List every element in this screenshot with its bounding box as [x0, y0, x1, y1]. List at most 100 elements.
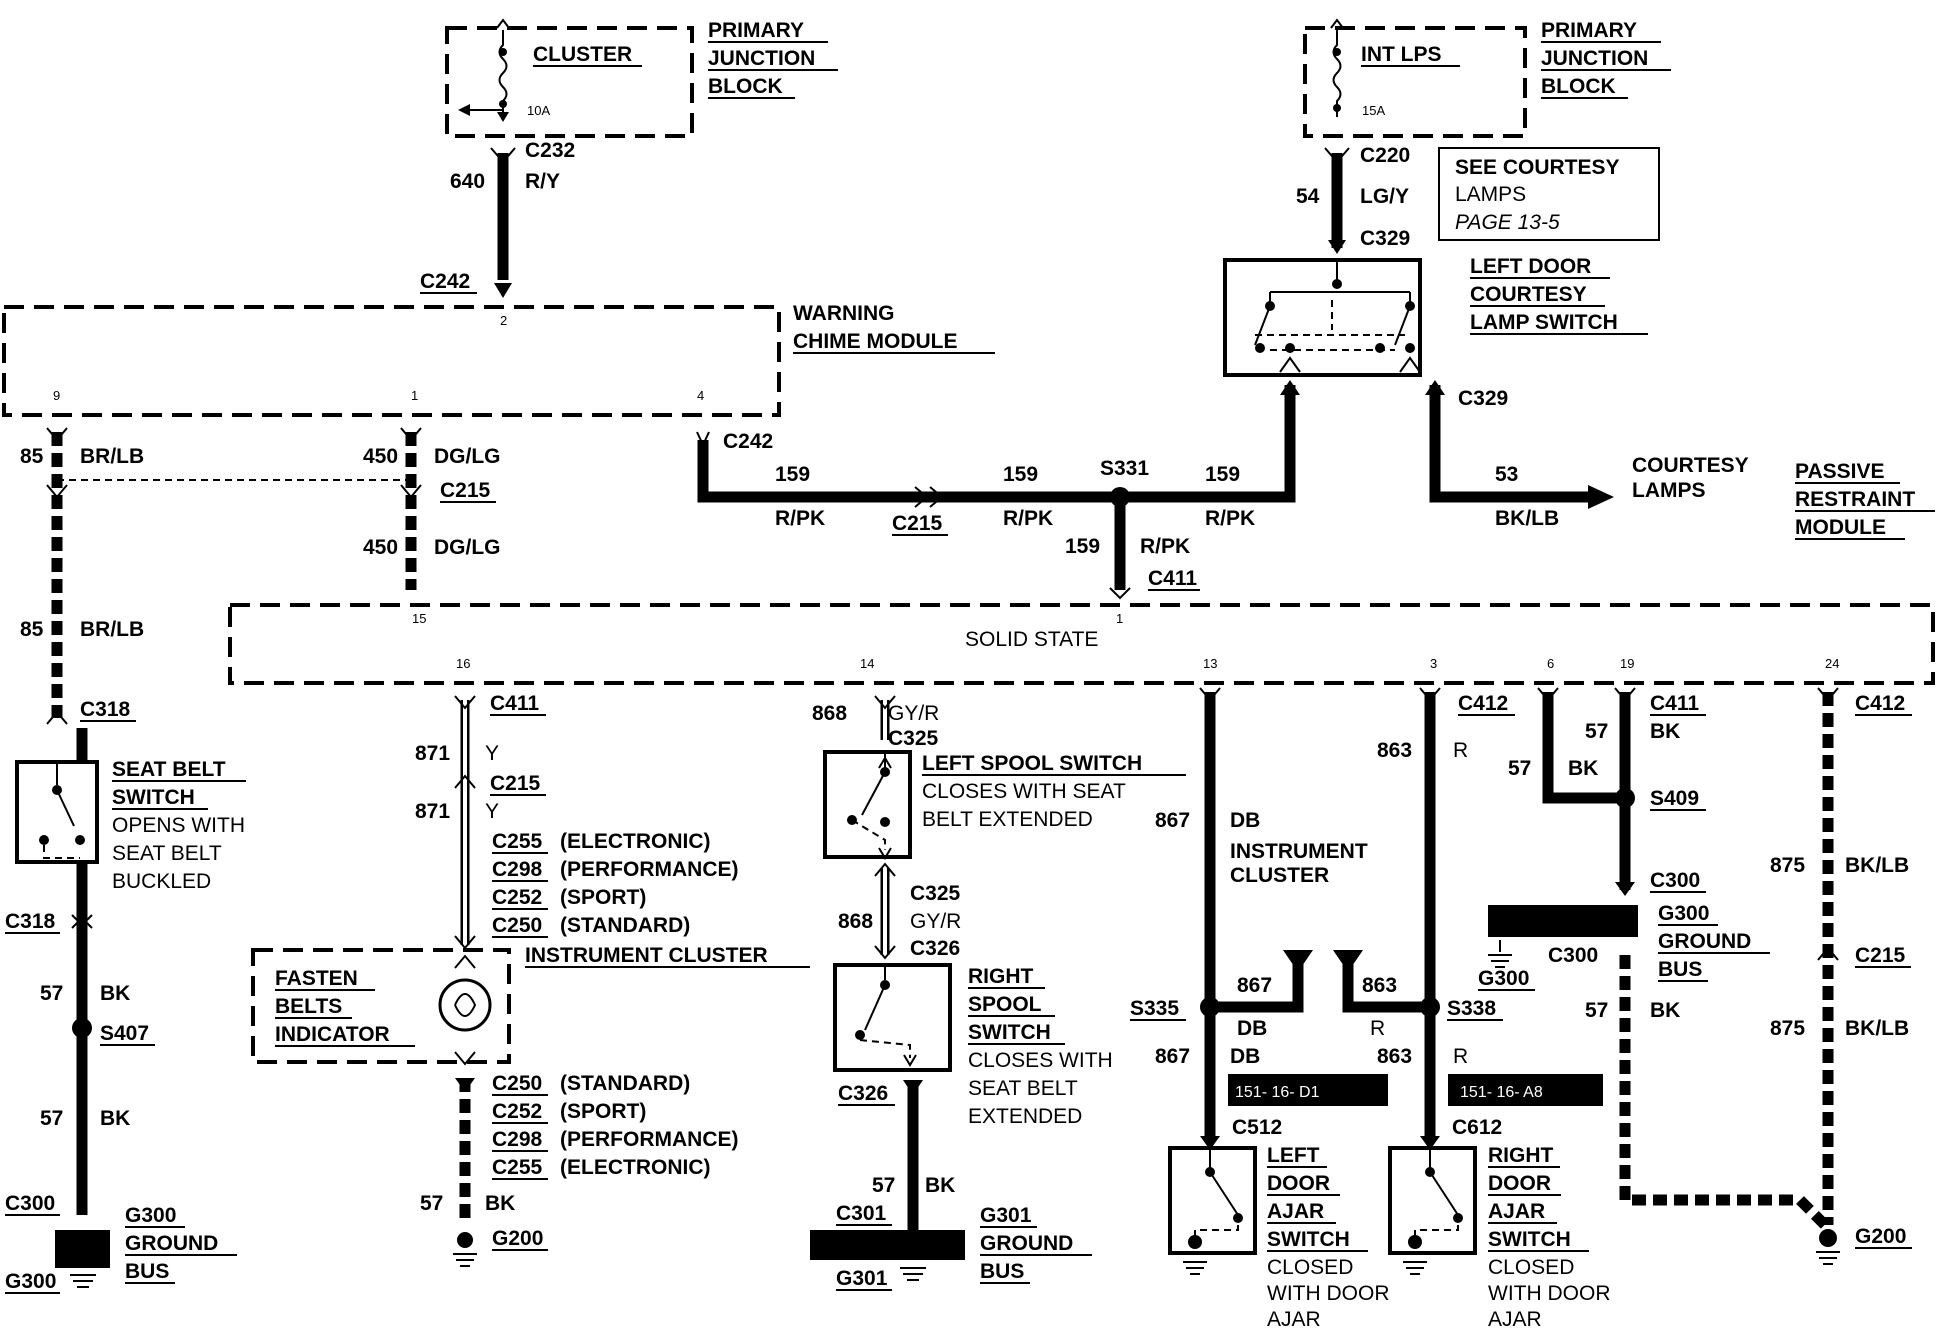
courtesy-lamps-line2: LAMPS: [1632, 479, 1706, 502]
c215-label-mid: C215: [892, 512, 943, 535]
variant1-conn4: C250: [492, 914, 542, 937]
right-spool-line1: RIGHT: [968, 965, 1034, 988]
variant2-conn2: C252: [492, 1100, 542, 1123]
intlps-fuse-label: INT LPS: [1361, 43, 1442, 66]
c215-label-right: C215: [1855, 944, 1906, 967]
right-spool-line6: EXTENDED: [968, 1105, 1082, 1128]
seat-belt-switch-line3: OPENS WITH: [112, 814, 245, 837]
wire-450-a-color: DG/LG: [434, 445, 501, 468]
ss-pin-15: 15: [412, 611, 426, 626]
wire-54-color: LG/Y: [1360, 185, 1409, 208]
c232-label: C232: [525, 139, 575, 162]
wire-57-e-color: BK: [1650, 720, 1680, 743]
wire-871-a-number: 871: [415, 742, 450, 765]
passive-restraint-line2: RESTRAINT: [1795, 488, 1915, 511]
chime-pin-1: 1: [411, 388, 418, 403]
g301-label: G301: [836, 1267, 888, 1290]
ss-pin-1: 1: [1116, 611, 1123, 626]
c300-label-bus: C300: [1548, 944, 1598, 967]
right-spool-line3: SWITCH: [968, 1021, 1051, 1044]
wire-868-b-number: 868: [838, 910, 873, 933]
wire-863-a-color: R: [1453, 739, 1468, 762]
g301-bus-line1: G301: [980, 1204, 1032, 1227]
c301-label: C301: [836, 1202, 887, 1225]
wire-57-c-number: 57: [420, 1192, 443, 1215]
variant1-conn1: C255: [492, 830, 543, 853]
c412-label-left: C412: [1458, 692, 1508, 715]
left-door-ajar-line7: AJAR: [1267, 1308, 1321, 1328]
c318-label-top: C318: [80, 698, 131, 721]
variant2-conn4: C255: [492, 1156, 543, 1179]
ss-pin-6: 6: [1547, 656, 1554, 671]
spool-switch-branch: 868 GY/R C325 LEFT SPOOL SWITCH CLOSES W…: [810, 695, 1186, 1291]
wire-640-color: R/Y: [525, 170, 560, 193]
wire-867-b-color: DB: [1237, 1017, 1267, 1040]
seat-belt-switch-line2: SWITCH: [112, 786, 195, 809]
wire-875-a-number: 875: [1770, 854, 1805, 877]
c512-label: C512: [1232, 1116, 1282, 1139]
wire-640-number: 640: [450, 170, 485, 193]
c220-label: C220: [1360, 144, 1410, 167]
g300-label-left: G300: [5, 1270, 56, 1293]
wire-57-f-color: BK: [1568, 757, 1598, 780]
c318-label-bottom: C318: [5, 910, 56, 933]
wire-159-b-number: 159: [1003, 463, 1038, 486]
pjb1-line2: JUNCTION: [708, 47, 815, 70]
wire-867-b-number: 867: [1237, 974, 1272, 997]
passive-restraint-line1: PASSIVE: [1795, 460, 1884, 483]
left-door-ajar-line4: SWITCH: [1267, 1228, 1350, 1251]
variant1-conn3: C252: [492, 886, 542, 909]
wire-85-a-color: BR/LB: [80, 445, 144, 468]
seat-belt-switch-line5: BUCKLED: [112, 870, 211, 893]
wire-57-g-color: BK: [1650, 999, 1680, 1022]
splice-s331: S331: [1100, 457, 1149, 480]
instrument-cluster-2-line2: CLUSTER: [1230, 864, 1329, 887]
seat-belt-switch-branch: SEAT BELT SWITCH OPENS WITH SEAT BELT BU…: [5, 728, 246, 1294]
wire-57-a-number: 57: [40, 982, 63, 1005]
c411-label-left: C411: [490, 692, 539, 715]
left-door-ajar-line5: CLOSED: [1267, 1256, 1353, 1279]
right-door-ajar-line7: AJAR: [1488, 1308, 1542, 1328]
g200-label-right: G200: [1855, 1225, 1906, 1248]
pjb2-line2: JUNCTION: [1541, 47, 1648, 70]
wire-867-c-color: DB: [1230, 1045, 1260, 1068]
variant1-desc4: (STANDARD): [560, 914, 690, 937]
g301-bus-line3: BUS: [980, 1260, 1024, 1283]
pjb1-line1: PRIMARY: [708, 19, 804, 42]
g300-bus-left-line2: GROUND: [125, 1232, 218, 1255]
left-door-courtesy-line2: COURTESY: [1470, 283, 1587, 306]
c325-label-top: C325: [888, 727, 939, 750]
wire-450-a-number: 450: [363, 445, 398, 468]
variant1-desc1: (ELECTRONIC): [560, 830, 711, 853]
c300-label-right: C300: [1650, 869, 1700, 892]
wire-868-a-color: GY/R: [888, 702, 939, 725]
wire-875-b-number: 875: [1770, 1017, 1805, 1040]
wire-863-c-color: R: [1453, 1045, 1468, 1068]
wire-57-b-color: BK: [100, 1107, 130, 1130]
wire-85-a-number: 85: [20, 445, 44, 468]
wire-871-b-number: 871: [415, 800, 450, 823]
wire-53-number: 53: [1495, 463, 1518, 486]
pjb2-line3: BLOCK: [1541, 75, 1616, 98]
variant2-desc1: (STANDARD): [560, 1072, 690, 1095]
right-spool-line4: CLOSES WITH: [968, 1049, 1113, 1072]
see-courtesy-line1: SEE COURTESY: [1455, 156, 1620, 179]
wire-159-d-color: R/PK: [1140, 535, 1190, 558]
ref-right: 151- 16- A8: [1460, 1084, 1543, 1101]
wire-159-a-number: 159: [775, 463, 810, 486]
g300-bus-right-line2: GROUND: [1658, 930, 1751, 953]
wire-85-b-number: 85: [20, 618, 44, 641]
wire-54-number: 54: [1296, 185, 1320, 208]
variant2-desc3: (PERFORMANCE): [560, 1128, 739, 1151]
c329-label-right: C329: [1458, 387, 1508, 410]
left-door-ajar-line1: LEFT: [1267, 1144, 1320, 1167]
wire-159-c-number: 159: [1205, 463, 1240, 486]
wire-863-b-number: 863: [1362, 974, 1397, 997]
pjb2-line1: PRIMARY: [1541, 19, 1637, 42]
door-ajar-branches: 151- 16- D1 151- 16- A8 C412 863 R 867 D…: [1130, 687, 1610, 1328]
left-door-courtesy-line3: LAMP SWITCH: [1470, 311, 1618, 334]
warning-chime-line1: WARNING: [793, 302, 895, 325]
see-courtesy-line2: LAMPS: [1455, 183, 1526, 206]
wire-867-c-number: 867: [1155, 1045, 1190, 1068]
